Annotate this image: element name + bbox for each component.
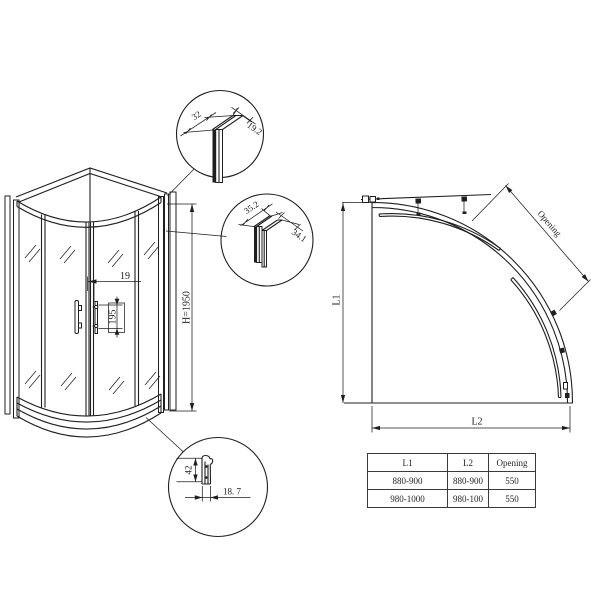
dim-label-profile-depth: 32: [190, 109, 203, 122]
dim-label-handle: 195: [108, 310, 119, 325]
dim-label-profile-width: 19.2: [245, 120, 264, 137]
dim-label-wall-profile-b: 34.1: [290, 227, 309, 244]
table-header-row: L1 L2 Opening: [367, 453, 536, 472]
table-cell: 980-1000: [367, 489, 448, 508]
dim-label-gap: 19: [120, 271, 130, 282]
right-wall-profile: [169, 191, 177, 411]
table-row: 880-900 880-900 550: [367, 471, 536, 490]
door-rollers: [415, 196, 570, 398]
dim-label-l2: L2: [471, 417, 482, 428]
dim-label-rail-width: 18. 7: [223, 487, 242, 497]
table-cell: 980-100: [447, 489, 489, 508]
table-cell: 550: [488, 489, 536, 508]
sliding-door-arcs: [378, 213, 562, 399]
glass-hatch-marks: [24, 241, 161, 395]
table-header-l2: L2: [447, 453, 489, 472]
dim-label-height: H=1950: [182, 291, 193, 324]
dim-label-l1: L1: [332, 294, 343, 305]
dim-label-rail-height: 42: [184, 466, 194, 475]
detail-circle-middle-profile: 35.2 34.1: [220, 193, 314, 287]
wall-bracket: [362, 195, 369, 203]
table-cell: 880-900: [447, 471, 489, 490]
table-row: 980-1000 980-100 550: [367, 489, 536, 508]
door-stiles: [40, 211, 140, 417]
table-header-l1: L1: [367, 453, 448, 472]
table-cell: 550: [488, 471, 536, 490]
dim-label-opening: Opening: [536, 209, 564, 239]
size-specification-table: L1 L2 Opening 880-900 880-900 550 980-10…: [367, 453, 536, 508]
door-handle: [74, 300, 99, 334]
table-header-opening: Opening: [488, 453, 536, 472]
plan-view: L1 L2 Opening: [332, 183, 591, 433]
table-cell: 880-900: [367, 471, 448, 490]
detail-circle-bottom-rail: 42 18. 7: [167, 436, 269, 538]
right-frame-profile: [158, 196, 164, 413]
detail-circle-top-profile: 32 19.2: [175, 89, 265, 183]
plan-outline: [344, 193, 574, 404]
front-elevation-view: 19 195 H=1950: [4, 167, 197, 438]
left-wall-profile: [4, 195, 11, 415]
detail-leader-lines: [145, 168, 227, 453]
